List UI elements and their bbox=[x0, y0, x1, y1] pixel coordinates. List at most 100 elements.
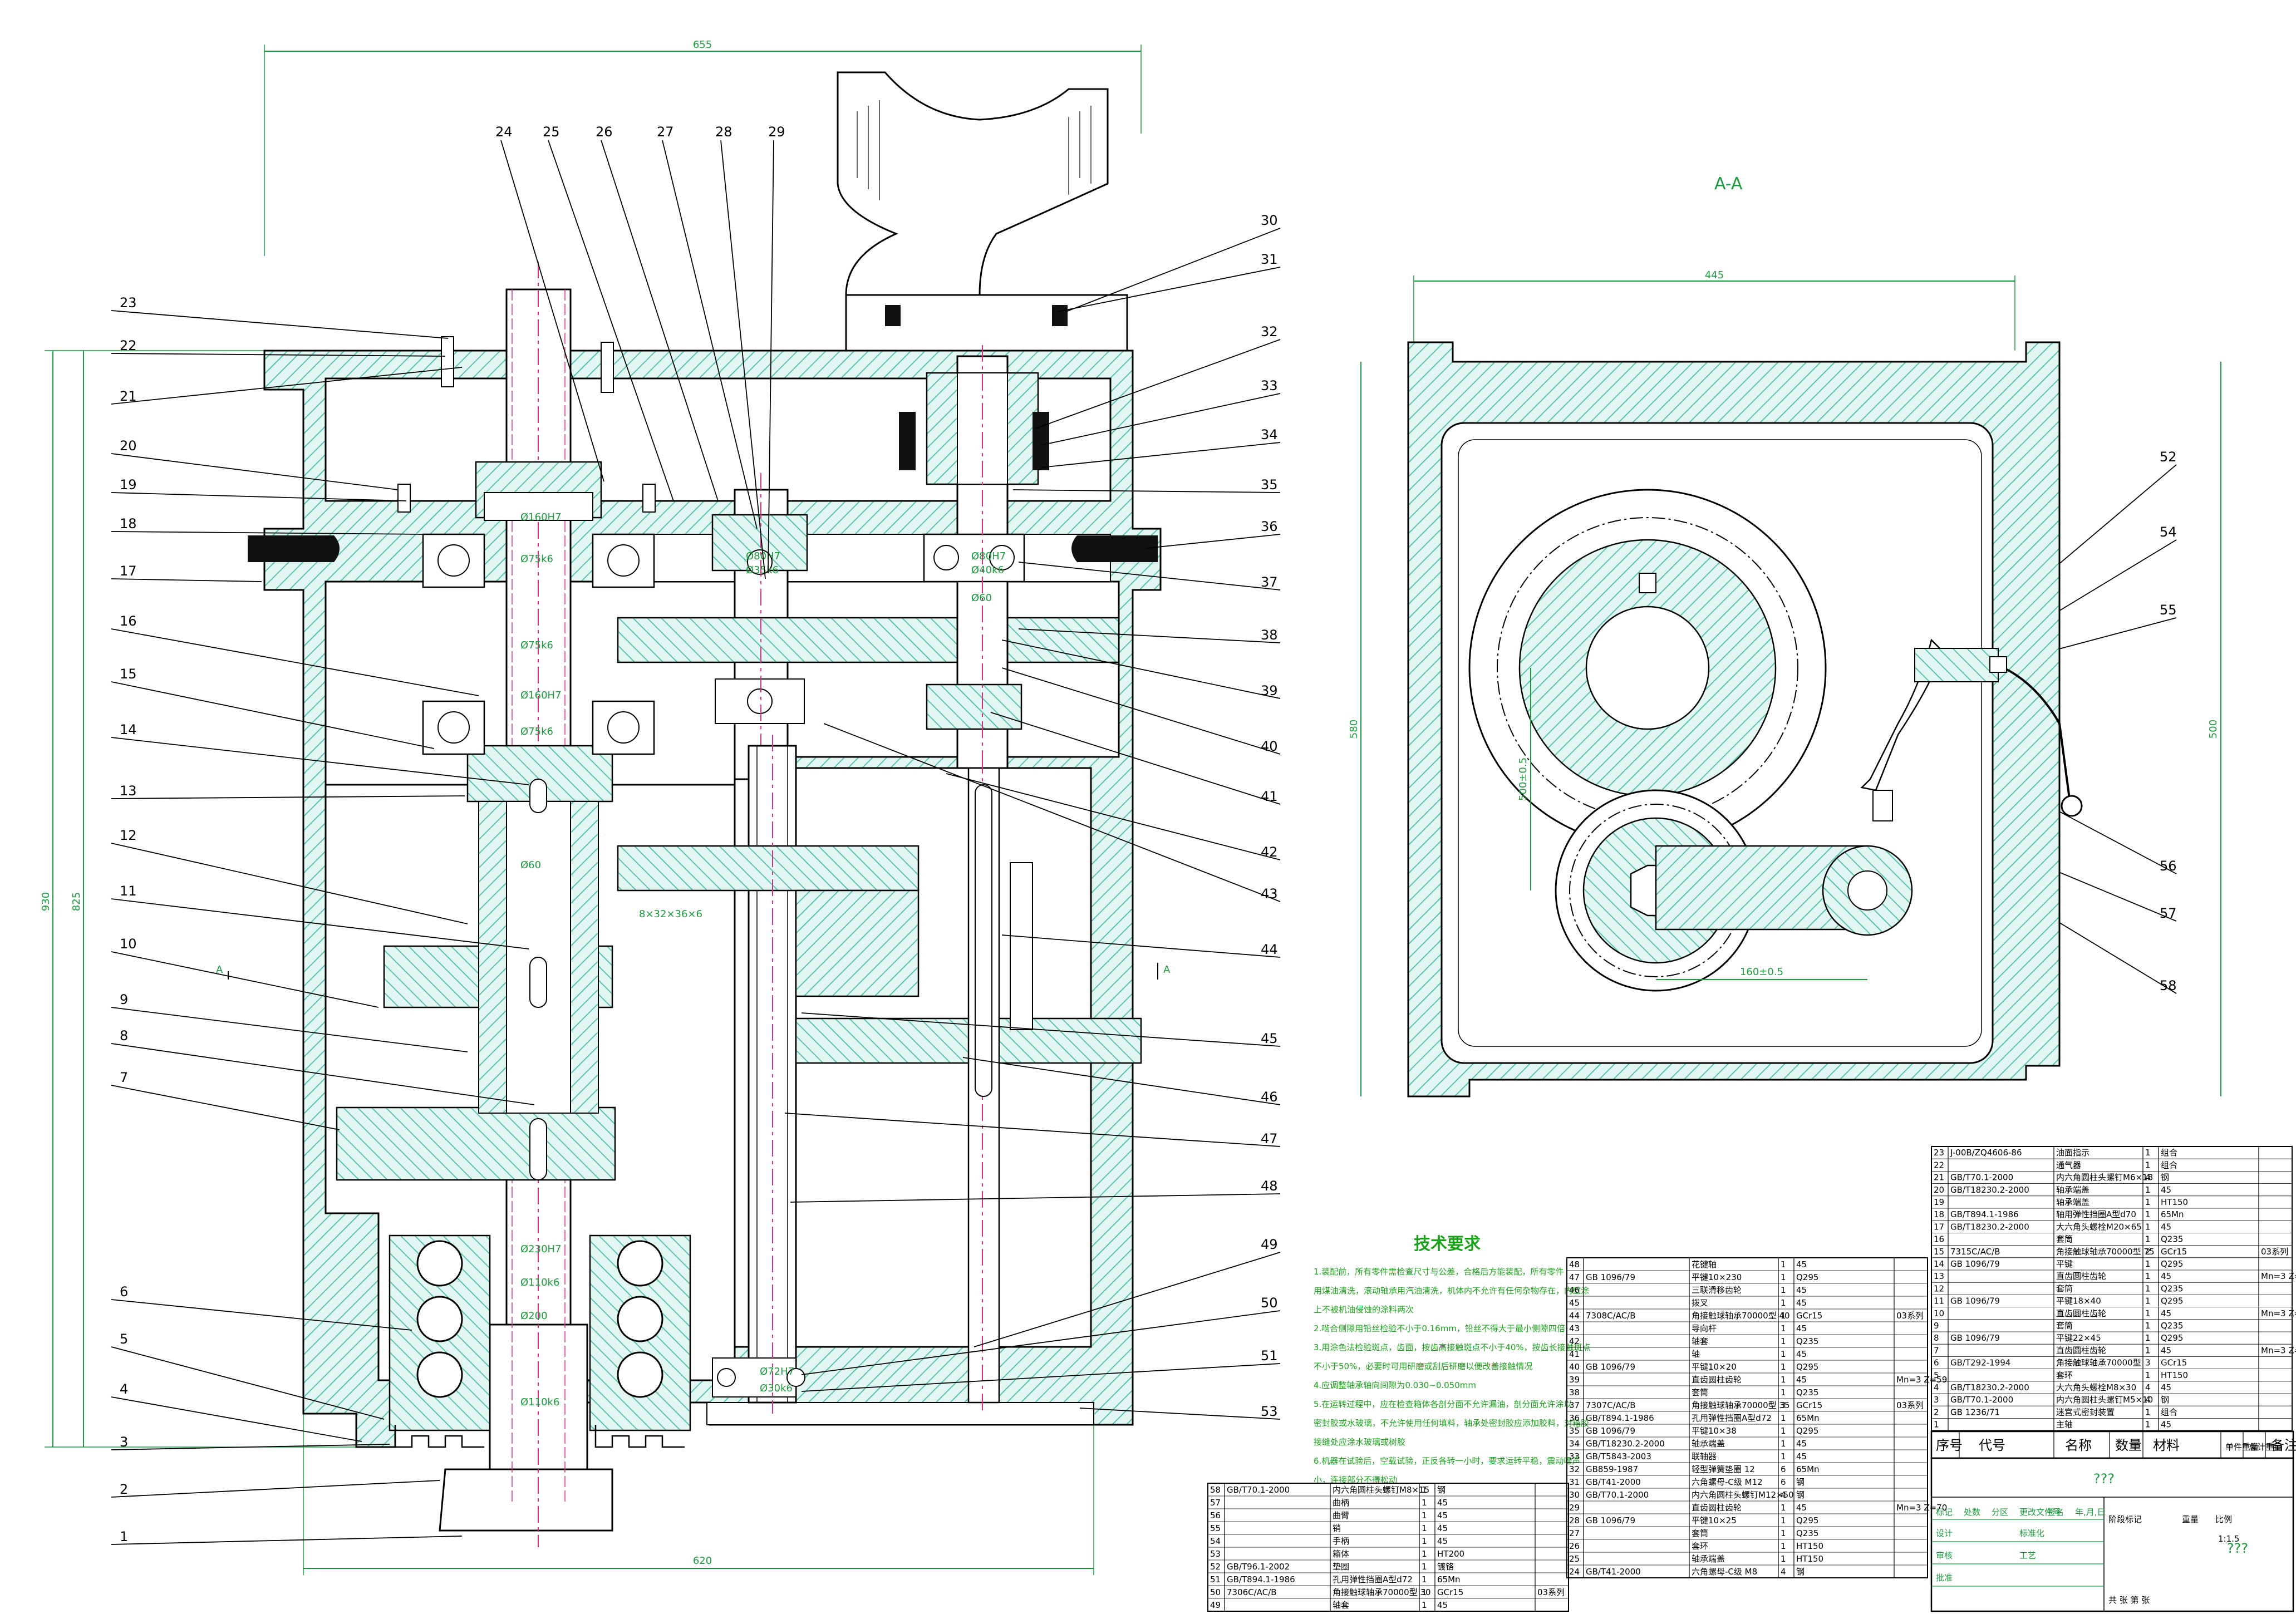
table-cell: 油面指示 bbox=[2056, 1148, 2089, 1158]
callout-leader-39 bbox=[1001, 639, 1281, 699]
table-cell: 51 bbox=[1210, 1574, 1221, 1585]
fit-label: Ø30k6 bbox=[760, 1382, 793, 1394]
table-cell: 1 bbox=[1781, 1541, 1786, 1551]
table-cell: 1 bbox=[1781, 1285, 1786, 1295]
table-cell: 31 bbox=[1569, 1477, 1580, 1487]
table-cell: 45 bbox=[2161, 1345, 2171, 1355]
table-cell: GB 1096/79 bbox=[1586, 1272, 1635, 1282]
table-cell: 1 bbox=[1781, 1272, 1786, 1282]
callout-leader-4 bbox=[111, 1396, 362, 1442]
table-cell: 套筒 bbox=[1692, 1528, 1708, 1538]
callout-36: 36 bbox=[1261, 519, 1278, 534]
callout-leader-41 bbox=[990, 712, 1281, 805]
callout-leader-26 bbox=[601, 140, 719, 501]
callout-leader-15 bbox=[111, 681, 435, 749]
table-cell: 1 bbox=[2145, 1234, 2151, 1244]
callout-9: 9 bbox=[120, 992, 128, 1007]
table-cell: 迷宫式密封装置 bbox=[2056, 1407, 2115, 1417]
callout-leader-27 bbox=[662, 140, 758, 529]
section-mark-right: A bbox=[1163, 964, 1171, 976]
table-cell: 轻型弹簧垫圈 12 bbox=[1692, 1464, 1755, 1474]
table-cell: HT150 bbox=[2161, 1197, 2188, 1207]
callout-leader-34 bbox=[1040, 442, 1281, 468]
table-cell: 拨叉 bbox=[1692, 1298, 1708, 1308]
callout-leader-14 bbox=[111, 737, 529, 785]
callout-57: 57 bbox=[2160, 906, 2177, 921]
table-cell: 组合 bbox=[2161, 1160, 2177, 1170]
table-cell: 47 bbox=[1569, 1272, 1580, 1282]
table-cell: 5 bbox=[1934, 1370, 1939, 1380]
table-cell: Q235 bbox=[1796, 1387, 1818, 1398]
callout-5: 5 bbox=[120, 1331, 128, 1347]
table-cell: GB/T5843-2003 bbox=[1586, 1451, 1651, 1462]
table-cell: 44 bbox=[1569, 1311, 1580, 1321]
table-cell: GB 1096/79 bbox=[1586, 1426, 1635, 1436]
table-cell: 1 bbox=[1781, 1375, 1786, 1385]
table-cell: 1 bbox=[1422, 1536, 1427, 1546]
title-row-label: 更改文件号 bbox=[2019, 1507, 2061, 1517]
title-role-label: 标准化 bbox=[2019, 1528, 2044, 1538]
callout-52: 52 bbox=[2160, 449, 2177, 465]
spline-note: 8×32×36×6 bbox=[639, 908, 702, 920]
table-cell: 1 bbox=[1422, 1510, 1427, 1520]
callout-leader-3 bbox=[111, 1444, 390, 1450]
table-cell: Mn=3 Z= bbox=[2261, 1308, 2296, 1318]
table-cell: 11 bbox=[1934, 1296, 1944, 1306]
callout-55: 55 bbox=[2160, 602, 2177, 618]
title-sheets: 共 张 第 张 bbox=[2108, 1595, 2150, 1605]
table-cell: 平键10×230 bbox=[1692, 1272, 1742, 1282]
table-cell: GB 1096/79 bbox=[1950, 1259, 2000, 1269]
callout-leader-17 bbox=[111, 578, 262, 582]
table-cell: 1 bbox=[2145, 1209, 2151, 1219]
table-cell: 3 bbox=[2145, 1358, 2151, 1368]
table-cell: GB/T18230.2-2000 bbox=[1950, 1382, 2029, 1392]
callout-58: 58 bbox=[2160, 978, 2177, 993]
table-cell: 通气器 bbox=[2056, 1160, 2081, 1170]
table-cell: HT150 bbox=[1796, 1554, 1823, 1564]
table-cell: 1 bbox=[1934, 1420, 1939, 1430]
table-cell: 角接触球轴承70000型 40 bbox=[1692, 1311, 1790, 1321]
table-cell: 1 bbox=[1422, 1549, 1427, 1559]
table-cell: 45 bbox=[2161, 1308, 2171, 1318]
table-cell: GB 1096/79 bbox=[1950, 1333, 2000, 1343]
table-cell: 16 bbox=[1934, 1234, 1944, 1244]
table-cell: 45 bbox=[1796, 1349, 1807, 1359]
header-code: 代号 bbox=[1979, 1438, 2005, 1453]
table-cell: GB/T894.1-1986 bbox=[1227, 1574, 1295, 1585]
table-cell: 9 bbox=[1934, 1321, 1939, 1331]
table-cell: 直齿圆柱齿轮 bbox=[1692, 1375, 1742, 1385]
tech-line: 5.在运转过程中，应在检查箱体各剖分面不允许漏油，剖分面允许涂以 bbox=[1314, 1399, 1572, 1409]
title-scale: 1:1.5 bbox=[2218, 1534, 2239, 1544]
table-cell: J-00B/ZQ4606-86 bbox=[1950, 1148, 2022, 1158]
callout-leader-29 bbox=[768, 140, 774, 574]
table-cell: 1 bbox=[1422, 1587, 1427, 1597]
table-cell: 6 bbox=[1934, 1358, 1939, 1368]
table-cell: 1 bbox=[1781, 1362, 1786, 1372]
table-cell: 45 bbox=[2161, 1222, 2171, 1232]
callout-31: 31 bbox=[1261, 252, 1278, 267]
title-row-label: 处数 bbox=[1964, 1507, 1980, 1517]
table-cell: 14 bbox=[1934, 1259, 1944, 1269]
table-cell: GB/T70.1-2000 bbox=[1586, 1490, 1649, 1500]
callout-19: 19 bbox=[120, 477, 137, 493]
table-cell: 角接触球轴承70000型 30 bbox=[1333, 1587, 1431, 1597]
fit-label: Ø60 bbox=[971, 592, 992, 604]
dim-side-width: 445 bbox=[1705, 269, 1724, 281]
callout-8: 8 bbox=[120, 1028, 128, 1044]
title-weight: 重量 bbox=[2182, 1514, 2199, 1524]
callout-leader-23 bbox=[111, 310, 449, 339]
table-cell: 45 bbox=[1796, 1503, 1807, 1513]
table-cell: 1 bbox=[1422, 1600, 1427, 1610]
table-cell: 套筒 bbox=[1692, 1387, 1708, 1398]
table-cell: Mn=3 Z= bbox=[2261, 1271, 2296, 1281]
table-cell: Q295 bbox=[2161, 1333, 2183, 1343]
callout-15: 15 bbox=[120, 666, 137, 682]
callout-1: 1 bbox=[120, 1529, 128, 1544]
table-cell: 手柄 bbox=[1333, 1536, 1349, 1546]
table-cell: 曲柄 bbox=[1333, 1498, 1349, 1508]
tech-line: 上不被机油侵蚀的涂料两次 bbox=[1314, 1305, 1414, 1315]
table-cell: 1 bbox=[1781, 1311, 1786, 1321]
callout-40: 40 bbox=[1261, 739, 1278, 754]
